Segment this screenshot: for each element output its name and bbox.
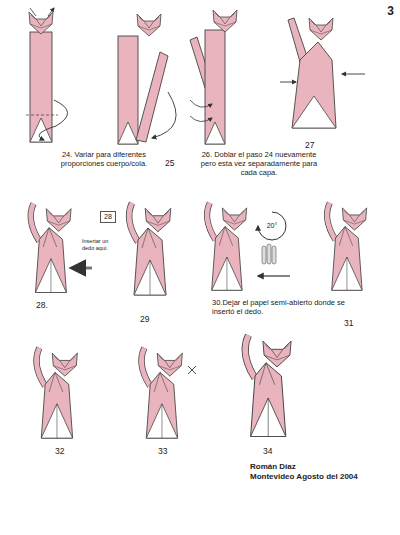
step-number: 31	[344, 318, 360, 328]
step-note: 26. Doblar el paso 24 nuevamente pero es…	[200, 150, 318, 177]
reference-box: 28	[100, 211, 116, 223]
step-note: Montevideo Agosto del 2004	[250, 472, 390, 482]
step-reference: 28	[104, 213, 112, 220]
step-number: 25	[165, 158, 181, 168]
step-number: 32	[55, 446, 71, 456]
step-number: 27	[305, 140, 321, 150]
step-note: Román Díaz	[250, 462, 390, 472]
step-note: 30.Dejar el papel semi-abierto donde se …	[212, 298, 362, 316]
step-note: Insertar un dedo aquí.	[82, 238, 118, 251]
step-note: 24. Variar para diferentes proporciones …	[50, 150, 158, 168]
step-number: 20°	[261, 222, 283, 230]
step-number: 29	[140, 314, 156, 324]
page-number: 3	[378, 4, 394, 18]
step-number: 33	[158, 446, 174, 456]
step-number: 28.	[36, 300, 56, 310]
step-number: 34	[263, 446, 279, 456]
